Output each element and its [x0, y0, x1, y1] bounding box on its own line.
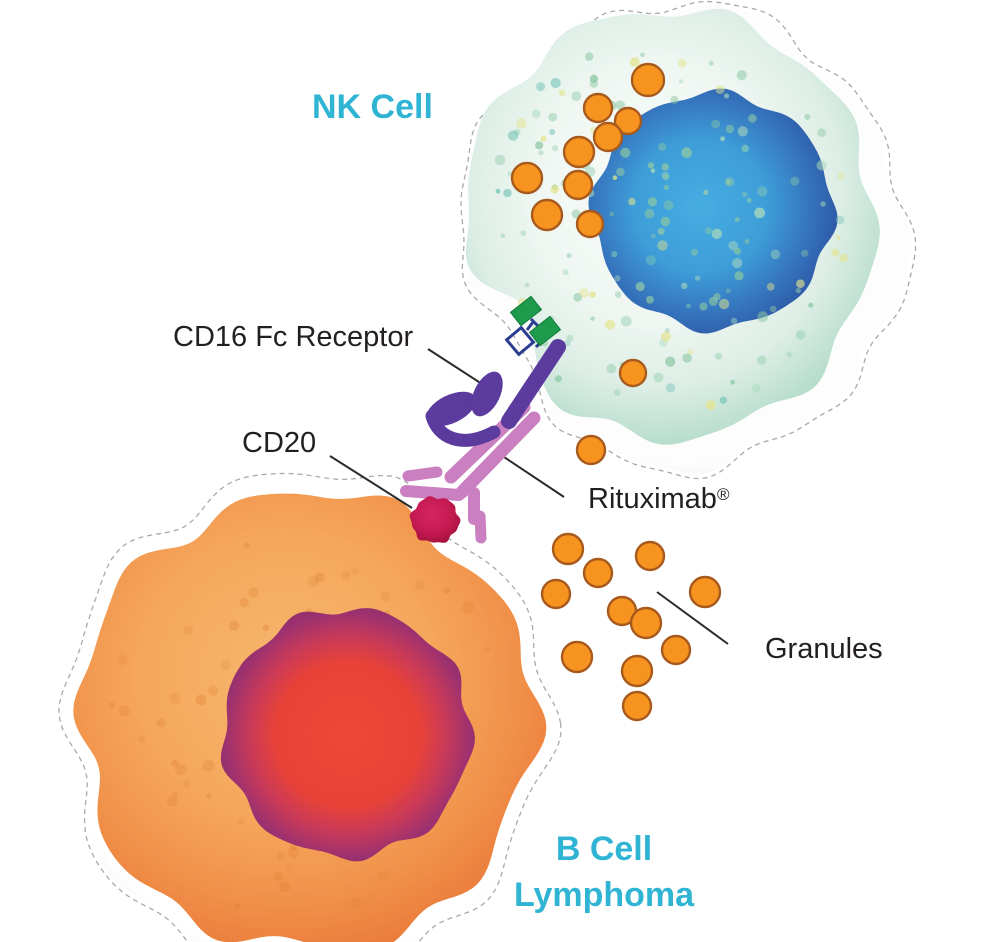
granule — [551, 532, 585, 566]
granule — [575, 434, 607, 466]
b-cell-label-line2: Lymphoma — [513, 876, 695, 914]
granule — [634, 540, 666, 572]
granule — [562, 135, 596, 169]
nk-cell-label: NK Cell — [312, 88, 433, 126]
nk-internal-granules — [510, 62, 666, 388]
granule — [560, 640, 594, 674]
glycan-diamond — [509, 295, 543, 327]
cd16-receptor — [425, 339, 566, 447]
granule — [688, 575, 722, 609]
rituximab-label: Rituximab® — [588, 484, 729, 514]
granule — [592, 121, 624, 153]
granule — [613, 106, 643, 136]
registered-mark: ® — [716, 485, 730, 504]
leader-lines — [329, 348, 729, 645]
granule — [620, 654, 654, 688]
granule — [660, 634, 692, 666]
granule — [630, 62, 666, 98]
cd16-fc-receptor-label: CD16 Fc Receptor — [173, 321, 414, 353]
secreted-granules — [540, 434, 722, 722]
nk-cell — [460, 0, 917, 480]
cd20-label: CD20 — [242, 427, 317, 459]
granule — [621, 690, 653, 722]
granule — [530, 198, 564, 232]
granule — [510, 161, 544, 195]
granule — [582, 92, 614, 124]
granule — [540, 578, 572, 610]
granule — [582, 557, 614, 589]
b-cell-lymphoma-label: B Cell Lymphoma — [494, 826, 714, 918]
granule — [618, 358, 648, 388]
glycan-diamond — [528, 315, 562, 347]
b-cell-lymphoma — [58, 472, 562, 942]
fc-glycan — [504, 295, 562, 357]
cd20-antigen — [409, 496, 461, 543]
rituximab-label-text: Rituximab — [588, 483, 717, 515]
granule — [629, 606, 663, 640]
granules-label: Granules — [765, 633, 883, 665]
b-cell-label-line1: B Cell — [555, 830, 653, 868]
granule — [562, 169, 594, 201]
granule — [575, 209, 605, 239]
